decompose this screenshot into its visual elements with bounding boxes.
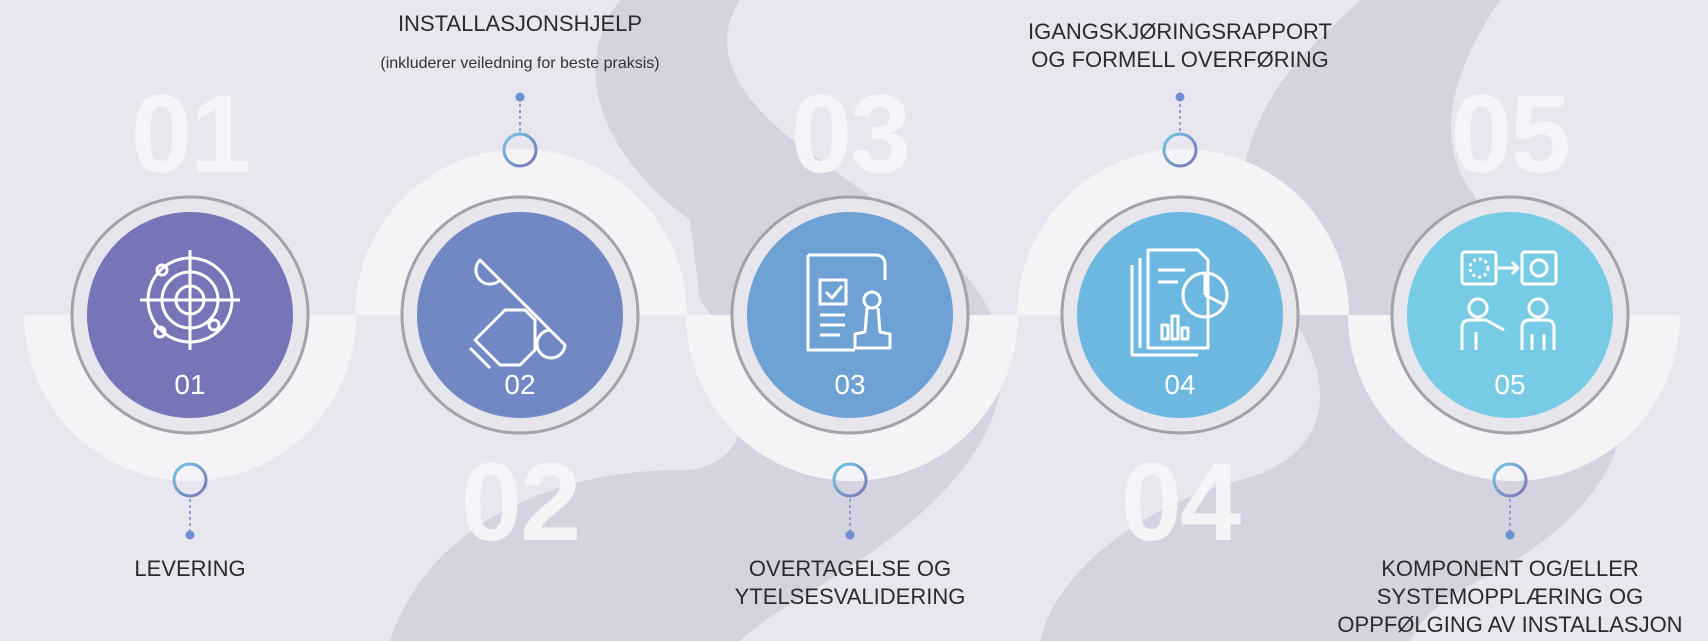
step-label-line: LEVERING xyxy=(134,556,246,581)
connector xyxy=(172,462,208,540)
step-number: 03 xyxy=(834,369,866,400)
connector xyxy=(1492,462,1528,540)
step-label-line: OVERTAGELSE OG xyxy=(748,556,952,581)
step-circle-02 xyxy=(400,195,640,435)
connector-ring xyxy=(172,462,208,498)
wrench-hand-icon xyxy=(468,258,567,370)
step-circle-05 xyxy=(1390,195,1630,435)
big-step-number: 03 xyxy=(790,73,911,196)
step-circle-04 xyxy=(1060,195,1300,435)
step-sublabel: (inkluderer veiledning for beste praksis… xyxy=(380,55,660,72)
training-icon xyxy=(1460,250,1558,350)
connector-ring xyxy=(502,132,538,168)
connector xyxy=(1162,92,1198,168)
connector-ring xyxy=(1492,462,1528,498)
step-label-line: OPPFØLGING AV INSTALLASJON xyxy=(1337,612,1683,637)
step-label: KOMPONENT OG/ELLER SYSTEMOPPLÆRING OG OPPF… xyxy=(1320,555,1700,639)
target-icon xyxy=(140,250,240,350)
big-step-number: 01 xyxy=(130,73,251,196)
step-label-line: SYSTEMOPPLÆRING OG xyxy=(1376,584,1644,609)
big-step-number: 02 xyxy=(460,441,581,564)
step-label-line: OG FORMELL OVERFØRING xyxy=(1031,47,1329,72)
big-step-number: 04 xyxy=(1120,441,1241,564)
step-label-line: KOMPONENT OG/ELLER xyxy=(1381,556,1639,581)
step-label: INSTALLASJONSHJELP xyxy=(330,10,710,38)
step-label: LEVERING xyxy=(0,555,380,583)
connector xyxy=(502,92,538,168)
step-label-line: INSTALLASJONSHJELP xyxy=(397,11,643,36)
document-stamp-icon xyxy=(806,253,892,352)
step-number: 04 xyxy=(1164,369,1196,400)
step-circle-03 xyxy=(730,195,970,435)
connector-ring xyxy=(832,462,868,498)
step-label-line: YTELSESVALIDERING xyxy=(734,584,966,609)
step-label: IGANGSKJØRINGSRAPPORT OG FORMELL OVERFØRI… xyxy=(990,18,1370,74)
step-number: 05 xyxy=(1494,369,1526,400)
step-label-line: IGANGSKJØRINGSRAPPORT xyxy=(1028,19,1332,44)
step-label: OVERTAGELSE OG YTELSESVALIDERING xyxy=(660,555,1040,611)
big-step-number: 05 xyxy=(1450,73,1571,196)
step-number: 01 xyxy=(174,369,206,400)
connector xyxy=(832,462,868,540)
step-number: 02 xyxy=(504,369,536,400)
report-chart-icon xyxy=(1130,248,1229,357)
connector-ring xyxy=(1162,132,1198,168)
